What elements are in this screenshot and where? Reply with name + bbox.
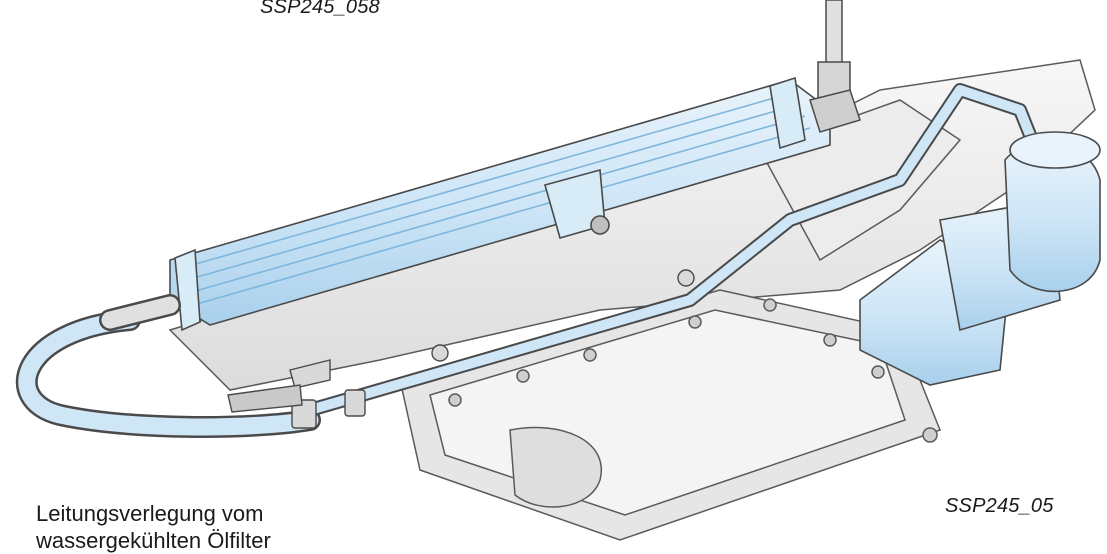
coolant-pipe-right bbox=[303, 83, 1047, 417]
supply-line-top bbox=[809, 0, 861, 133]
coolant-hose-left bbox=[15, 294, 321, 438]
caption-line-2: wassergekühlten Ölfilter bbox=[36, 528, 271, 553]
oil-cooler bbox=[169, 76, 831, 332]
hose-clamps bbox=[227, 269, 695, 429]
oil-pan bbox=[399, 289, 941, 541]
figure-code-bottom: SSP245_05 bbox=[945, 495, 1054, 517]
oil-filter-housing bbox=[859, 131, 1101, 386]
figure-code-top: SSP245_058 bbox=[260, 0, 380, 18]
caption-line-1: Leitungsverlegung vom bbox=[36, 501, 264, 526]
figure-caption: Leitungsverlegung vom wassergekühlten Öl… bbox=[36, 500, 271, 554]
